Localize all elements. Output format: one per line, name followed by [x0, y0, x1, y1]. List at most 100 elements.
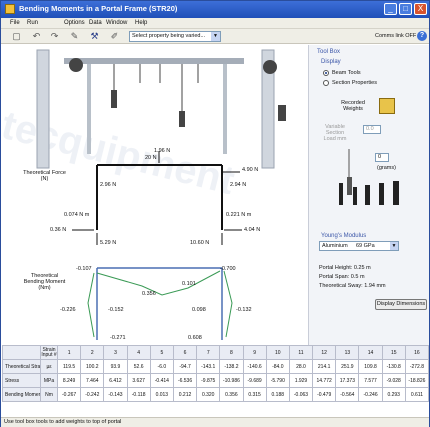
theoretical-force-label: Theoretical Force (N) — [23, 170, 66, 182]
table-cell: -0.063 — [288, 387, 314, 402]
rig-leg-right — [223, 64, 227, 154]
menu-help[interactable]: Help — [135, 20, 148, 26]
table-cell: 0.212 — [172, 387, 198, 402]
help-icon[interactable]: ? — [417, 31, 427, 41]
column-header: 1 — [56, 345, 82, 360]
weight-e[interactable] — [393, 181, 399, 205]
right-top-force: 4.90 N — [242, 167, 259, 173]
table-cell: 109.8 — [358, 359, 383, 374]
table-cell: 93.9 — [103, 359, 128, 374]
table-corner — [2, 345, 41, 360]
edit-icon[interactable]: ✐ — [110, 31, 119, 41]
bending-moment-label: Theoretical Bending Moment (Nm) — [23, 273, 66, 291]
table-cell: 0.356 — [219, 387, 244, 402]
weight-b[interactable] — [353, 187, 357, 205]
table-cell: 7.577 — [358, 373, 383, 388]
tools-icon[interactable]: ✎ — [70, 31, 79, 41]
rig-top-beam — [64, 58, 244, 64]
menu-window[interactable]: Window — [106, 20, 128, 26]
table-cell: 251.9 — [335, 359, 360, 374]
bm-left-upper: -0.226 — [60, 307, 76, 313]
table-cell: -9.028 — [381, 373, 406, 388]
table-cell: -0.479 — [312, 387, 337, 402]
material-value: Aluminium — [322, 243, 348, 249]
new-file-icon[interactable]: ▢ — [12, 31, 21, 41]
column-header: 11 — [288, 345, 314, 360]
portal-height: Portal Height: 0.25 m — [319, 265, 371, 271]
menu-run[interactable]: Run — [27, 20, 39, 26]
right-moment-label: 0.221 N m — [226, 212, 252, 218]
undo-icon[interactable]: ↶ — [32, 31, 41, 41]
weight-a[interactable] — [339, 183, 343, 205]
variable-section-input[interactable]: 0.0 — [363, 125, 381, 134]
column-header: 7 — [196, 345, 221, 360]
modulus-value: 69 GPa — [356, 243, 375, 249]
redo-icon[interactable]: ↷ — [50, 31, 59, 41]
table-cell: -0.267 — [56, 387, 82, 402]
table-cell: -6.0 — [149, 359, 174, 374]
table-cell: -272.8 — [404, 359, 430, 374]
minimize-button[interactable]: _ — [384, 3, 397, 15]
weight-grams-input[interactable]: 0 — [375, 153, 389, 162]
table-cell: 52.6 — [126, 359, 151, 374]
table-cell: -0.118 — [126, 387, 151, 402]
recorded-weights-label: Recorded Weights — [341, 100, 365, 112]
material-select[interactable]: Aluminium 69 GPa ▼ — [319, 241, 399, 251]
right-horizontal-force: 4.04 N — [244, 227, 261, 233]
property-select[interactable]: Select property being varied... ▼ — [129, 31, 221, 42]
hammer-icon[interactable]: ⚒ — [90, 31, 99, 41]
table-cell: -9.689 — [242, 373, 267, 388]
section-properties-label: Section Properties — [332, 80, 377, 86]
bm-curve-beam — [96, 270, 221, 296]
bm-center-low: 0.098 — [192, 307, 206, 313]
comms-status: Comms link OFF — [375, 33, 417, 39]
table-cell: 7.464 — [80, 373, 105, 388]
table-cell: -130.8 — [381, 359, 406, 374]
table-cell: 214.1 — [312, 359, 337, 374]
column-header: 8 — [219, 345, 244, 360]
table-cell: 8.249 — [56, 373, 82, 388]
property-select-value: Select property being varied... — [132, 33, 206, 39]
column-header: 4 — [126, 345, 151, 360]
menu-file[interactable]: File — [10, 20, 20, 26]
bm-curve-right — [223, 270, 233, 338]
menu-bar: File Run Options Data Window Help — [1, 18, 429, 29]
toolbar: ▢ ↶ ↷ ✎ ⚒ ✐ Select property being varied… — [1, 29, 429, 44]
display-dimensions-button[interactable]: Display Dimensions — [375, 299, 427, 310]
table-cell: 28.0 — [288, 359, 314, 374]
table-cell: -5.790 — [265, 373, 290, 388]
column-header: 14 — [358, 345, 383, 360]
section-properties-radio[interactable] — [323, 80, 329, 86]
weight-c[interactable] — [365, 185, 370, 205]
close-button[interactable]: X — [414, 3, 427, 15]
column-header: 16 — [404, 345, 430, 360]
theoretical-sway: Theoretical Sway: 1.94 mm — [319, 283, 386, 289]
beam-tools-radio[interactable] — [323, 70, 329, 76]
row-unit: Nm — [40, 387, 58, 402]
weight-d[interactable] — [379, 183, 384, 205]
maximize-button[interactable]: □ — [399, 3, 412, 15]
diagram-canvas: tecquipment — [0, 45, 308, 345]
table-cell: -138.2 — [219, 359, 244, 374]
grams-unit: (grams) — [377, 165, 396, 171]
bm-mid-center: 0.101 — [182, 281, 196, 287]
window-title: Bending Moments in a Portal Frame (STR20… — [19, 4, 178, 13]
column-header: 5 — [149, 345, 174, 360]
table-cell: -0.564 — [335, 387, 360, 402]
weights-icon[interactable] — [379, 98, 395, 114]
beam-tools-label: Beam Tools — [332, 70, 361, 76]
row-label: Theoretical Strain — [2, 359, 41, 374]
column-header: 15 — [381, 345, 406, 360]
menu-options[interactable]: Options — [64, 20, 85, 26]
table-cell: -84.0 — [265, 359, 290, 374]
left-horizontal-force: 0.36 N — [50, 227, 67, 233]
table-cell: -6.536 — [172, 373, 198, 388]
menu-data[interactable]: Data — [89, 20, 102, 26]
table-cell: 17.373 — [335, 373, 360, 388]
portal-frame-diagram — [36, 49, 286, 340]
